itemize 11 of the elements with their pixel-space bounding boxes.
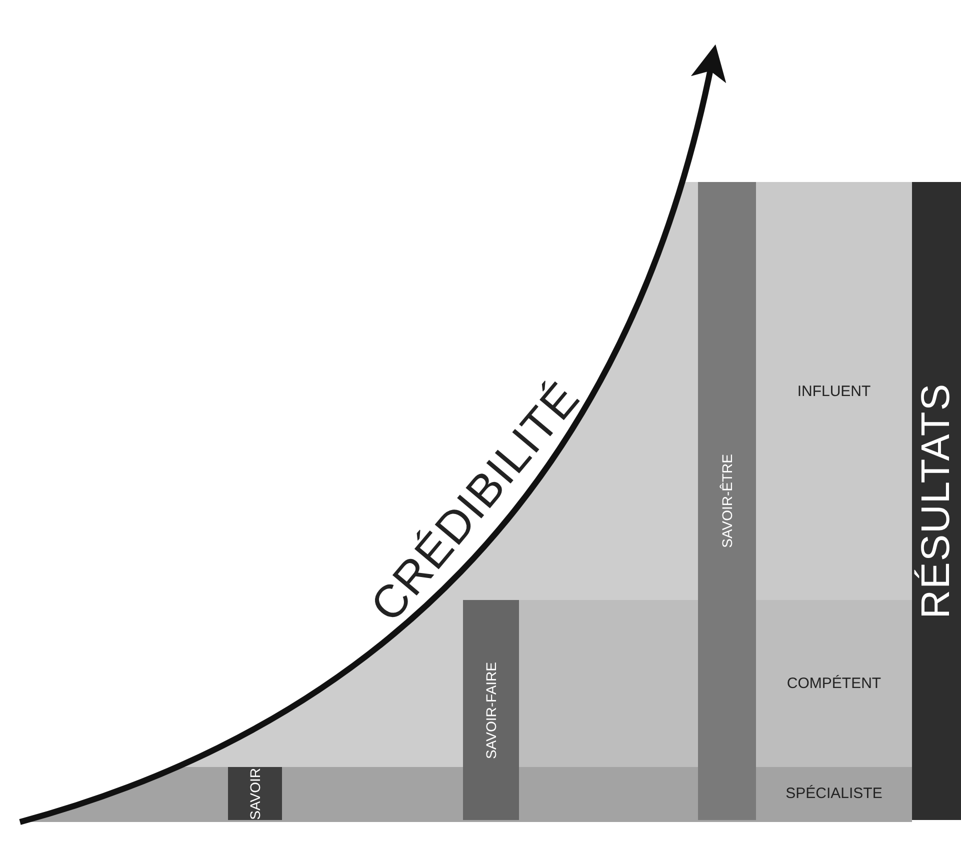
level-label: INFLUENT <box>797 382 871 400</box>
skill-label: SAVOIR-FAIRE <box>483 662 499 758</box>
result-bar <box>912 182 961 820</box>
result-label: RÉSULTATS <box>914 383 959 619</box>
skill-label: SAVOIR-ÊTRE <box>719 454 735 548</box>
skill-bar <box>698 182 756 820</box>
level-band <box>756 182 912 600</box>
skill-label: SAVOIR <box>247 768 263 820</box>
level-label: COMPÉTENT <box>786 675 882 692</box>
level-label: SPÉCIALISTE <box>786 785 882 802</box>
skill-bar <box>228 767 282 820</box>
